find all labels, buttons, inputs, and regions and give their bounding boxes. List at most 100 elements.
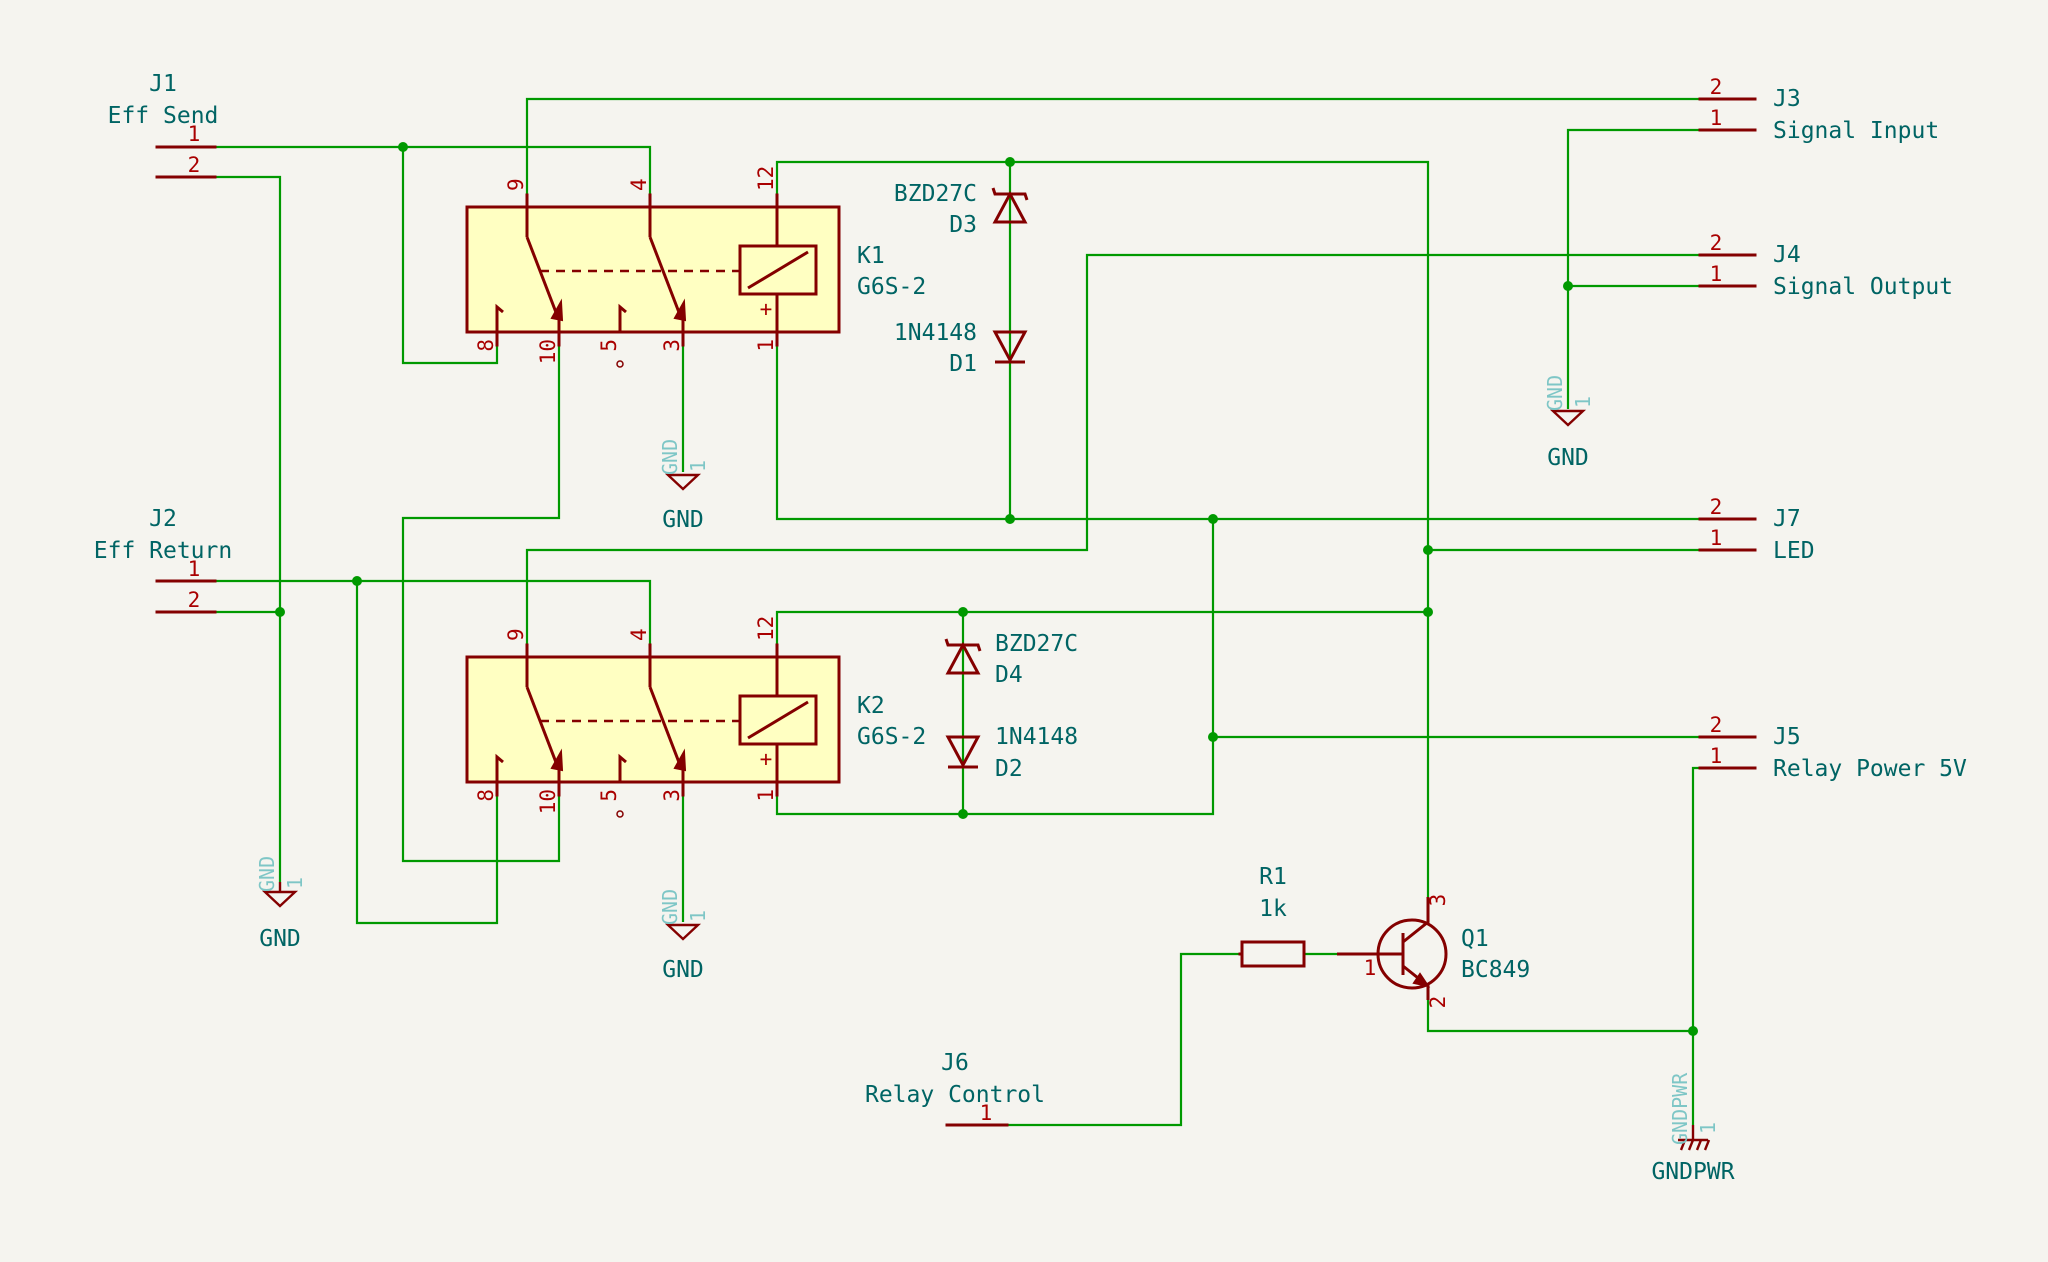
j5-pin-number: 1 bbox=[1710, 744, 1723, 768]
zener-diode-d4[interactable]: BZD27C D4 bbox=[944, 631, 1078, 688]
j1-ref: J1 bbox=[149, 71, 177, 97]
gnd-pin-number: 1 bbox=[686, 460, 710, 472]
j2-pin-number: 1 bbox=[188, 557, 201, 581]
j3-pin-number: 1 bbox=[1710, 106, 1723, 130]
k2-nc-contact bbox=[495, 753, 504, 782]
j6-pin-number: 1 bbox=[980, 1101, 993, 1125]
q1-pin-number: 2 bbox=[1426, 996, 1450, 1009]
diode-d1[interactable]: 1N4148 D1 bbox=[894, 320, 1028, 377]
diode-d2[interactable]: 1N4148 D2 bbox=[945, 724, 1078, 782]
k1-body bbox=[465, 205, 841, 334]
q1-pin-number: 1 bbox=[1364, 956, 1377, 980]
j4-value: Signal Output bbox=[1773, 274, 1953, 300]
j3-value: Signal Input bbox=[1773, 118, 1939, 144]
k1-switch-blade bbox=[525, 236, 559, 316]
gnd-triangle bbox=[664, 923, 702, 941]
k1-switch-blade bbox=[648, 236, 682, 316]
j5-pin-number: 2 bbox=[1710, 713, 1723, 737]
d1-ref: D1 bbox=[949, 351, 977, 377]
k1-pin-number: 1 bbox=[754, 339, 778, 352]
wire-k2-pin12 bbox=[775, 610, 1428, 645]
gnd-triangle bbox=[664, 473, 702, 491]
zener-diode-d3[interactable]: BZD27C D3 bbox=[894, 181, 1029, 238]
k2-pin-number: 9 bbox=[504, 628, 528, 641]
connector-j5[interactable]: 2 1 J5 Relay Power 5V bbox=[1698, 713, 1967, 782]
j4-pin-number: 1 bbox=[1710, 262, 1723, 286]
resistor-r1[interactable]: R1 1k bbox=[1238, 864, 1306, 968]
k1-pin-number: 3 bbox=[660, 339, 684, 352]
connector-j4[interactable]: 2 1 J4 Signal Output bbox=[1698, 231, 1953, 300]
gndpwr-hatch bbox=[1695, 1139, 1703, 1151]
k1-contact bbox=[550, 298, 564, 322]
wire-j3-pin2-k1-pin9 bbox=[525, 97, 1700, 195]
gndpwr-pin-number: 1 bbox=[1696, 1122, 1720, 1134]
gnd-symbol[interactable]: GND 1 GND bbox=[1543, 375, 1595, 471]
j1-value: Eff Send bbox=[108, 103, 219, 129]
connector-j3[interactable]: 2 1 J3 Signal Input bbox=[1698, 75, 1939, 144]
wire-j4-pin2-k2-pin9 bbox=[525, 253, 1700, 645]
k2-pin-number: 10 bbox=[536, 789, 560, 814]
j4-pin-number: 2 bbox=[1710, 231, 1723, 255]
k2-nc-pin-end bbox=[616, 810, 624, 818]
r1-body bbox=[1240, 940, 1306, 968]
connector-j6[interactable]: J6 Relay Control 1 bbox=[865, 1050, 1045, 1127]
connector-j1[interactable]: J1 Eff Send 1 2 bbox=[108, 71, 219, 179]
k2-switch-blade bbox=[525, 686, 559, 766]
k1-value: G6S-2 bbox=[857, 274, 926, 300]
gnd-pin-number: 1 bbox=[1571, 396, 1595, 408]
gndpwr-label: GNDPWR bbox=[1651, 1159, 1734, 1185]
wire-j2-k2-pin8 bbox=[355, 581, 499, 925]
gnd-pin-name: GND bbox=[658, 439, 682, 475]
wire-j3-pin1-gnd bbox=[1566, 128, 1700, 409]
r1-value: 1k bbox=[1259, 896, 1287, 922]
junction-dot bbox=[1005, 514, 1015, 524]
relay-k2[interactable]: + 9 4 12 8 10 5 3 1 K2 G6S-2 bbox=[465, 616, 926, 818]
j2-value: Eff Return bbox=[94, 538, 232, 564]
q1-pin-number: 3 bbox=[1426, 894, 1450, 907]
gnd-symbol[interactable]: GND 1 GND bbox=[658, 439, 710, 533]
k2-contact bbox=[550, 748, 564, 772]
junction-dot bbox=[1423, 607, 1433, 617]
d4-triangle bbox=[945, 641, 981, 675]
j7-pin-number: 1 bbox=[1710, 526, 1723, 550]
k2-contact bbox=[673, 748, 687, 772]
k2-pin-number: 1 bbox=[754, 789, 778, 802]
gnd-triangle bbox=[1549, 409, 1587, 427]
junction-dot bbox=[275, 607, 285, 617]
r1-ref: R1 bbox=[1259, 864, 1287, 890]
d3-ref: D3 bbox=[949, 212, 977, 238]
j2-pin-number: 2 bbox=[188, 588, 201, 612]
d2-ref: D2 bbox=[995, 756, 1023, 782]
d3-triangle bbox=[992, 190, 1028, 224]
gnd-pin-name: GND bbox=[255, 856, 279, 892]
j1-pin-number: 2 bbox=[188, 153, 201, 177]
connector-j2[interactable]: J2 Eff Return 1 2 bbox=[94, 506, 232, 614]
gnd-symbol[interactable]: GND 1 GND bbox=[658, 889, 710, 983]
j7-pin-number: 2 bbox=[1710, 495, 1723, 519]
k2-pin-number: 12 bbox=[754, 616, 778, 641]
gnd-symbol[interactable]: GND 1 GND bbox=[255, 856, 307, 952]
relay-k1[interactable]: + 9 4 12 8 10 5 3 1 K1 G6S-2 bbox=[465, 166, 926, 368]
connector-j7[interactable]: 2 1 J7 LED bbox=[1698, 495, 1815, 564]
gnd-pin-number: 1 bbox=[686, 910, 710, 922]
gnd-label: GND bbox=[259, 926, 301, 952]
gndpwr-hatch bbox=[1679, 1139, 1687, 1151]
k1-coil-plus: + bbox=[760, 297, 773, 321]
k1-pin-number: 9 bbox=[504, 178, 528, 191]
k2-coil-plus: + bbox=[760, 747, 773, 771]
k1-pin-number: 8 bbox=[474, 339, 498, 352]
junction-dot bbox=[958, 809, 968, 819]
junction-dot bbox=[1208, 732, 1218, 742]
k2-switch-blade bbox=[648, 686, 682, 766]
gndpwr-symbol[interactable]: GNDPWR 1 GNDPWR bbox=[1651, 1072, 1734, 1185]
transistor-q1[interactable]: 1 3 2 Q1 BC849 bbox=[1337, 894, 1530, 1009]
k2-value: G6S-2 bbox=[857, 724, 926, 750]
gndpwr-pin-name: GNDPWR bbox=[1668, 1072, 1692, 1145]
gnd-pin-name: GND bbox=[1543, 375, 1567, 411]
k1-nc-contact bbox=[495, 303, 504, 332]
junction-dot bbox=[1423, 545, 1433, 555]
gndpwr-hatch bbox=[1703, 1139, 1711, 1151]
k1-pin-number: 5 bbox=[597, 339, 621, 352]
d3-cathode-bar bbox=[991, 187, 1029, 201]
gnd-triangle bbox=[261, 890, 299, 908]
